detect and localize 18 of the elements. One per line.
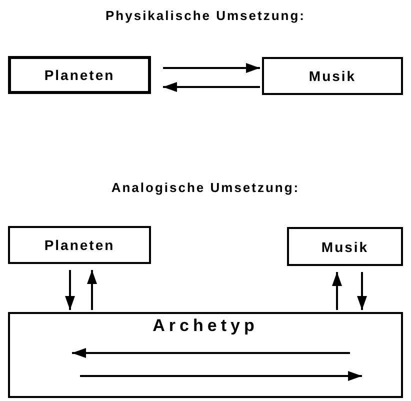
node-label: Planeten (44, 67, 115, 83)
arrow (163, 82, 260, 92)
arrow (357, 272, 367, 310)
label-box (8, 312, 403, 398)
arrow (332, 272, 342, 310)
node-label: Musik (308, 68, 356, 84)
node-label: Musik (321, 238, 369, 254)
label-box (262, 57, 403, 95)
label-box (287, 227, 403, 266)
node-label: Planeten (44, 237, 115, 253)
label-box (8, 56, 151, 94)
arrow (65, 270, 75, 310)
section-heading: Analogische Umsetzung: (110, 180, 301, 195)
arrow (87, 270, 97, 310)
arrow (163, 63, 260, 73)
node-label: Archetyp (152, 316, 258, 336)
section-heading: Physikalische Umsetzung: (104, 8, 306, 23)
label-box (8, 226, 151, 264)
